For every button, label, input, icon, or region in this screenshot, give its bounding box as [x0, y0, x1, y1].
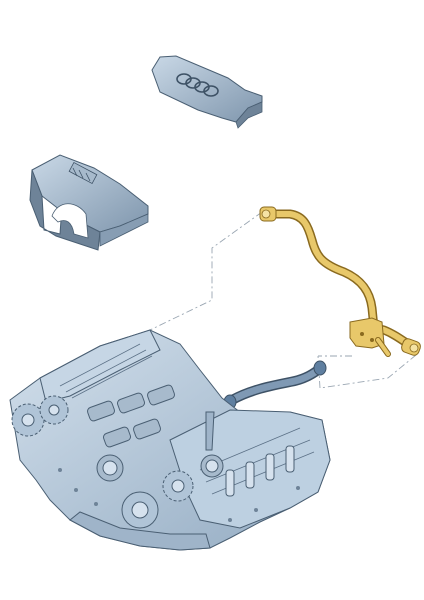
throttle-body — [96, 454, 124, 482]
intake-ports — [87, 384, 175, 448]
engine-cover-front — [99, 213, 149, 247]
block-bolts — [58, 468, 300, 522]
engine-block — [9, 329, 331, 551]
timing-gears — [11, 395, 194, 529]
dipstick — [205, 411, 215, 451]
crankcase-breather-hose — [259, 206, 421, 357]
upper-engine-cover — [151, 55, 263, 129]
engine-cover — [29, 154, 149, 251]
breather-hose-junction — [349, 317, 391, 357]
breather-hose-outline — [261, 209, 419, 353]
breather-hose-end-connector — [401, 338, 421, 356]
engine-cover-top — [31, 154, 149, 233]
four-rings-logo — [176, 73, 219, 97]
cylinder-head-ribs — [59, 343, 153, 399]
vent-hose-end — [313, 360, 327, 376]
leader-line-breather-bottom — [317, 354, 417, 389]
breather-hose-fill — [263, 211, 417, 351]
injector-posts — [225, 445, 295, 497]
upper-cover-lip — [235, 101, 263, 129]
leader-line-breather-top — [149, 211, 263, 331]
oil-filler-cap — [200, 454, 224, 478]
v6-tdi-badge — [68, 161, 98, 185]
breather-hose-top-connector — [259, 206, 277, 222]
oil-pan — [69, 511, 211, 551]
vent-hose — [223, 360, 327, 410]
engine-cover-cutout — [51, 203, 89, 239]
